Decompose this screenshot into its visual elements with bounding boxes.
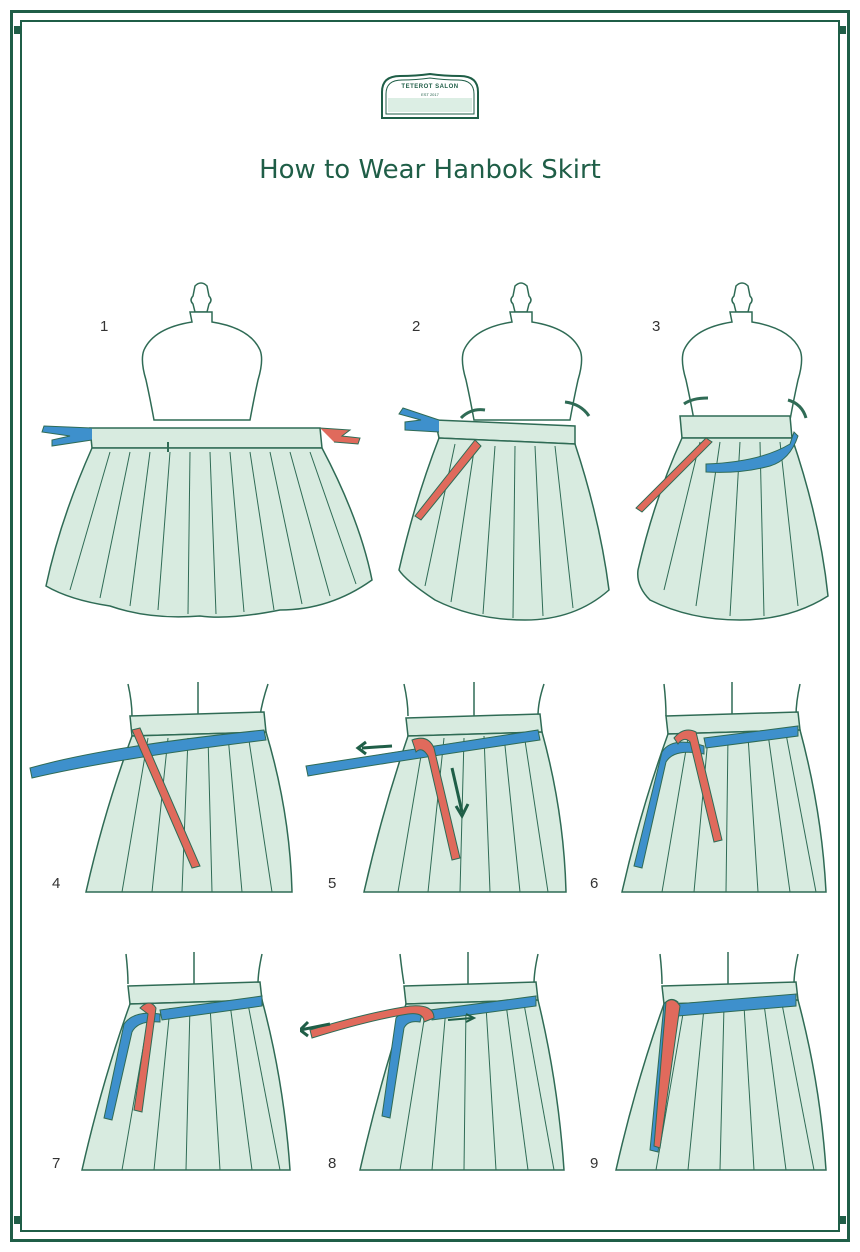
step-number: 1 [100,318,109,335]
step-number: 6 [590,875,599,892]
step-9-illustration [615,952,827,1171]
corner-ornament [838,1216,846,1224]
outer-frame [10,10,850,1242]
step-8-illustration [300,952,565,1171]
step-6-illustration [621,682,827,893]
step-4-illustration [29,682,293,893]
step-5-illustration [305,682,567,893]
step-2-illustration [398,282,610,621]
step-number: 8 [328,1155,337,1172]
step-number: 2 [412,318,421,335]
inner-frame [20,20,840,1232]
logo-badge-icon [381,72,479,119]
step-number: 7 [52,1155,61,1172]
step-3-illustration [635,282,829,621]
step-number: 3 [652,318,661,335]
step-number: 5 [328,875,337,892]
step-1-illustration [41,282,373,618]
step-number: 9 [590,1155,599,1172]
corner-ornament [14,1216,22,1224]
corner-ornament [838,26,846,34]
corner-ornament [14,26,22,34]
logo-est-text: EST 2017 [421,92,439,97]
brand-logo: TETEROT SALON EST 2017 [378,72,482,124]
logo-brand-text: TETEROT SALON [401,84,459,90]
step-number: 4 [52,875,61,892]
step-7-illustration [81,952,291,1171]
page-title: How to Wear Hanbok Skirt [259,155,601,185]
